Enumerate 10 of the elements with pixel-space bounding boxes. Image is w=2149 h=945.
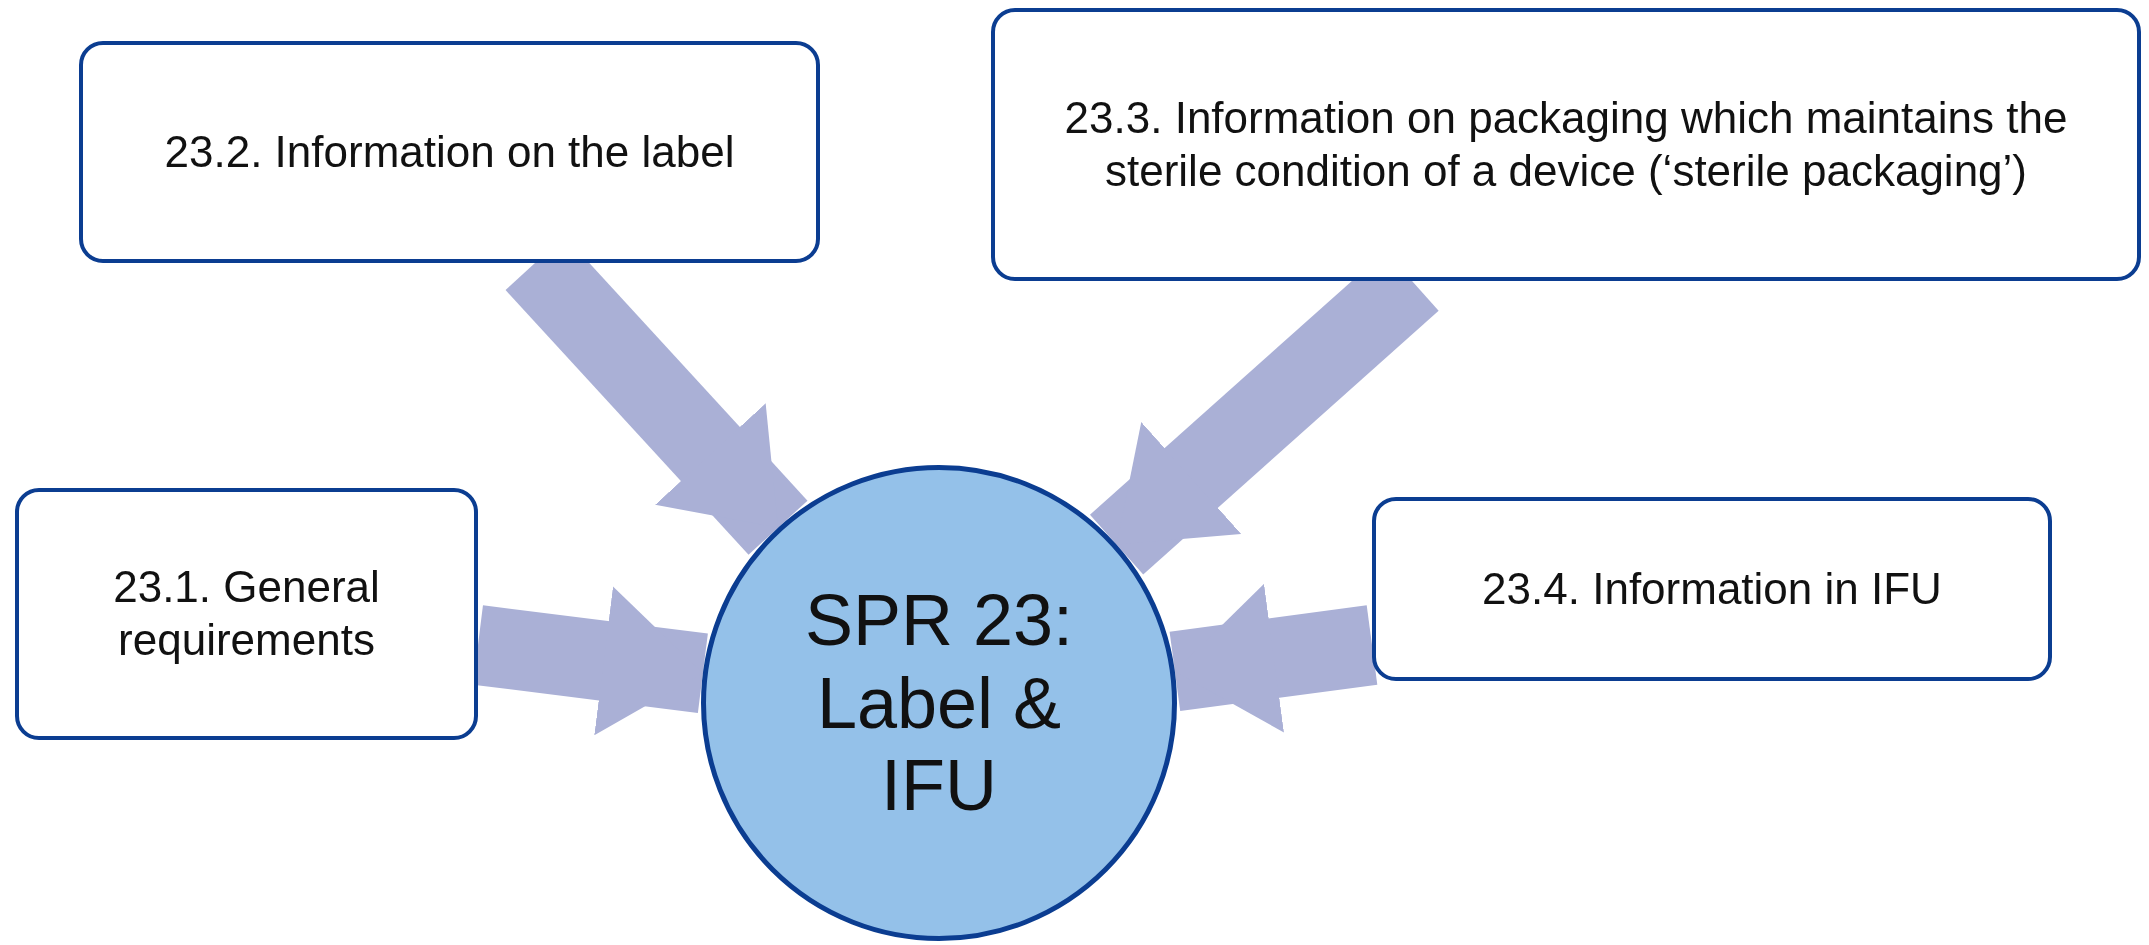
node-label: 23.3. Information on packaging which maintains the sterile condition of a device (‘sterile packaging’)	[1063, 91, 2069, 197]
topic-box	[991, 8, 2141, 281]
topic-box	[1372, 497, 2052, 681]
node-label: 23.2. Information on the label	[164, 125, 735, 178]
node-label: 23.4. Information in IFU	[1482, 562, 1942, 615]
node-label: 23.1. General requirements	[112, 561, 381, 666]
block-arrow	[1169, 583, 1378, 733]
node-label: SPR 23: Label & IFU	[803, 578, 1075, 828]
topic-box	[15, 488, 478, 740]
topic-box	[79, 41, 820, 263]
